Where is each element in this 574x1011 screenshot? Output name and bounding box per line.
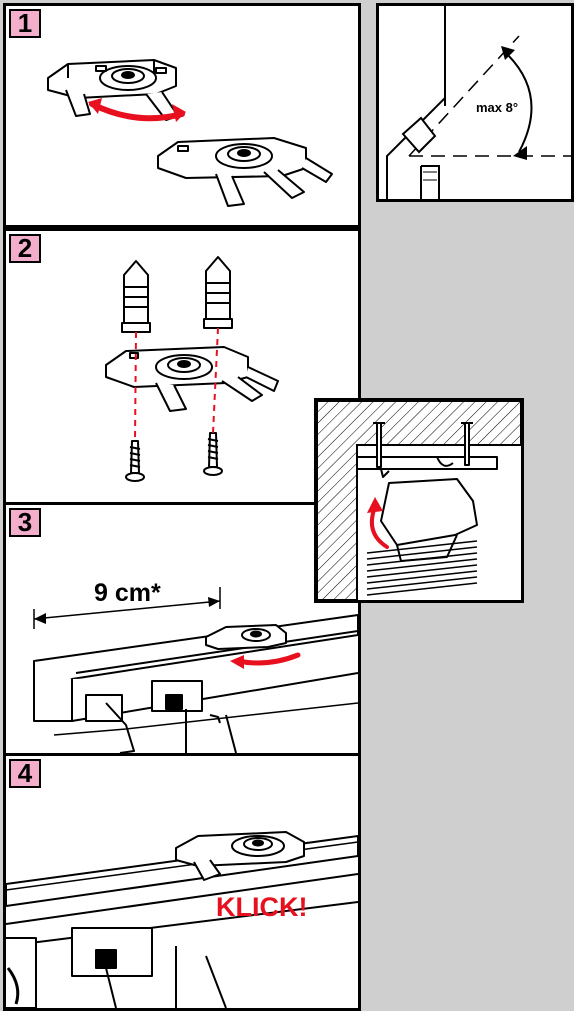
rotation-arrow <box>89 101 185 122</box>
step-1-number: 1 <box>9 9 41 38</box>
step-3-panel: 3 9 cm* <box>3 502 361 756</box>
bracket-top <box>47 59 179 121</box>
max-angle-label: max 8° <box>476 100 518 115</box>
step-2-panel: 2 <box>3 228 361 505</box>
blind-slats <box>366 540 478 596</box>
step-3-illustration: 9 cm* <box>33 579 358 753</box>
bracket-bottom <box>157 137 333 207</box>
angle-detail-panel: max 8° <box>376 3 574 202</box>
step-4-panel: 4 KLICK! <box>3 753 361 1011</box>
wall-mount-detail-panel <box>314 398 524 603</box>
step-4-number: 4 <box>9 759 41 788</box>
step-4-illustration: KLICK! <box>6 831 358 1008</box>
rotation-arrow <box>367 497 389 549</box>
wall-hatching <box>317 401 521 600</box>
screw-left <box>125 440 145 482</box>
blind-clip <box>380 478 478 546</box>
mounting-bracket <box>105 346 279 412</box>
distance-label: 9 cm* <box>94 579 161 607</box>
step-3-number: 3 <box>9 508 41 537</box>
headrail <box>33 614 358 753</box>
wall-mount-illustration <box>317 401 521 600</box>
step-2-illustration <box>105 256 279 482</box>
step-1-illustration <box>47 59 333 207</box>
angle-illustration: max 8° <box>386 6 571 199</box>
wall-plug-left <box>121 260 151 333</box>
headrail <box>6 831 358 1008</box>
step-1-panel: 1 <box>3 3 361 228</box>
wall-plug-right <box>203 256 233 329</box>
screw-right <box>203 432 223 476</box>
rotation-arrow <box>230 652 301 669</box>
step-2-number: 2 <box>9 234 41 263</box>
click-label: KLICK! <box>216 892 307 922</box>
